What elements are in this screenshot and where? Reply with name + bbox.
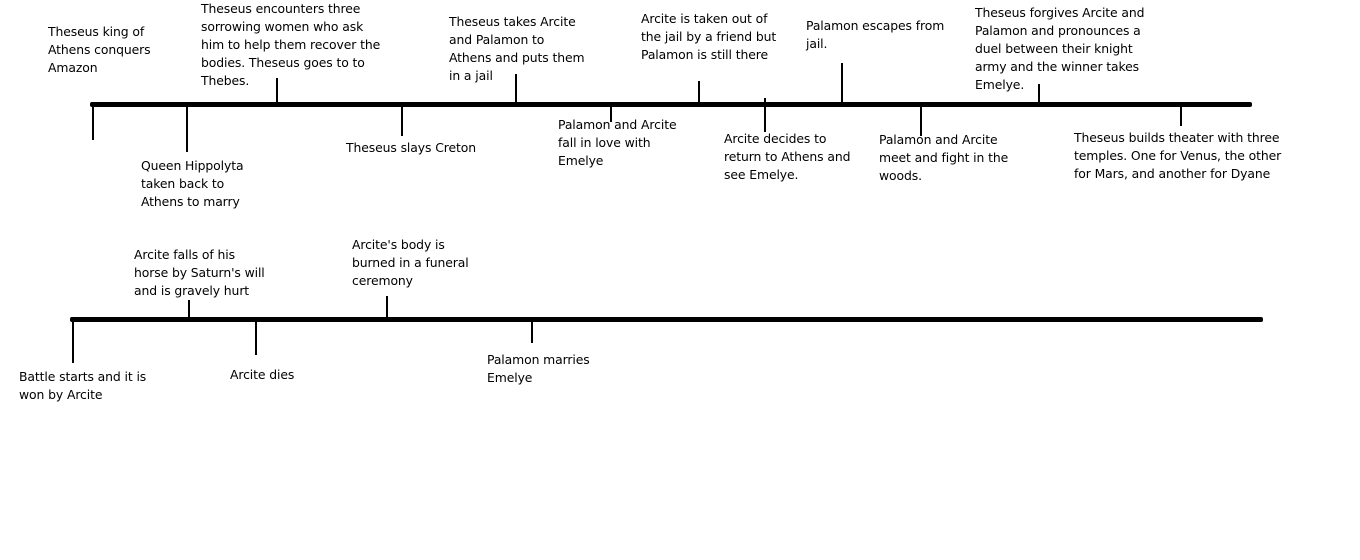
timeline-1-tick-2 <box>186 104 188 152</box>
timeline-2-axis <box>70 317 1263 322</box>
timeline-1-tick-1 <box>92 104 94 140</box>
timeline-2-tick-4 <box>386 296 388 319</box>
event-label: Palamon and Arcite fall in love with Eme… <box>558 117 677 168</box>
timeline-2-tick-5 <box>531 321 533 343</box>
timeline-1-tick-6 <box>610 104 612 122</box>
event-label: Palamon marries Emelye <box>487 352 590 385</box>
event-label: Arcite decides to return to Athens and s… <box>724 131 851 182</box>
event-label: Theseus encounters three sorrowing women… <box>201 1 381 88</box>
timeline-1-tick-10 <box>920 104 922 136</box>
timeline-1-tick-8 <box>764 98 766 132</box>
timeline-1-tick-5 <box>515 74 517 104</box>
timeline-1-tick-3 <box>276 78 278 104</box>
event-label: Theseus takes Arcite and Palamon to Athe… <box>449 14 585 83</box>
timeline-1-tick-12 <box>1180 102 1182 126</box>
timeline-2-tick-2 <box>188 300 190 319</box>
timeline-1-tick-11 <box>1038 84 1040 104</box>
timeline-1-tick-4 <box>401 104 403 136</box>
event-label: Battle starts and it is won by Arcite <box>19 369 147 402</box>
event-label: Theseus king of Athens conquers Amazon <box>48 24 151 75</box>
event-label: Theseus forgives Arcite and Palamon and … <box>975 5 1145 92</box>
event-label: Queen Hippolyta taken back to Athens to … <box>141 158 244 209</box>
event-label: Palamon escapes from jail. <box>806 18 945 51</box>
timeline-2-tick-3 <box>255 319 257 355</box>
event-label: Arcite falls of his horse by Saturn's wi… <box>134 247 265 298</box>
event-label: Arcite dies <box>230 367 295 382</box>
event-label: Theseus slays Creton <box>346 140 476 155</box>
timeline-1-tick-7 <box>698 81 700 104</box>
timeline-1-tick-9 <box>841 63 843 104</box>
timeline-2-tick-1 <box>72 319 74 363</box>
event-label: Arcite's body is burned in a funeral cer… <box>352 237 469 288</box>
event-label: Arcite is taken out of the jail by a fri… <box>641 11 777 62</box>
event-label: Palamon and Arcite meet and fight in the… <box>879 132 1009 183</box>
event-label: Theseus builds theater with three temple… <box>1074 130 1282 181</box>
timeline-1-axis <box>90 102 1252 107</box>
